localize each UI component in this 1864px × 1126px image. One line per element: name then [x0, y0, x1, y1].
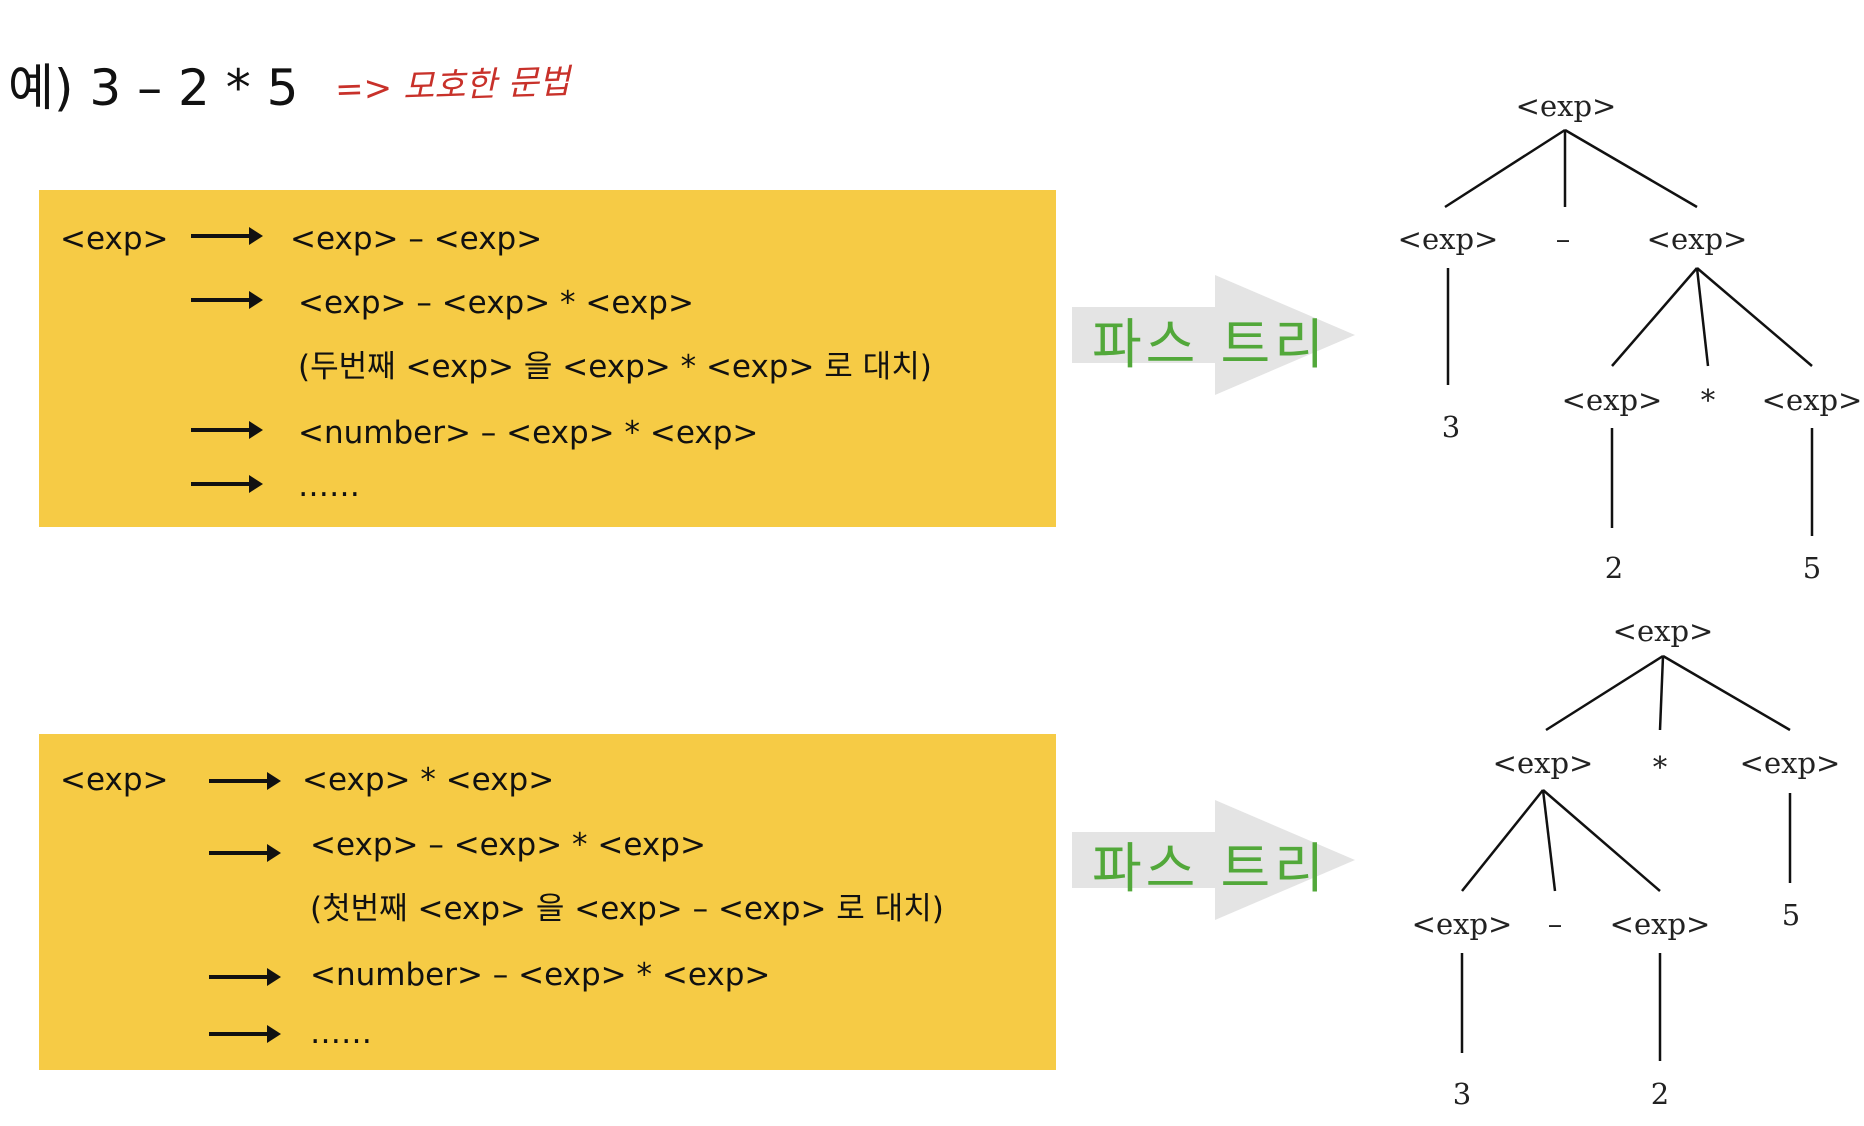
tree-1-left: <exp> [1398, 222, 1499, 256]
tree-2-right: <exp> [1740, 746, 1841, 780]
parse-tree-label-2: 파스 트리 [1092, 837, 1328, 900]
derives-arrow-icon [191, 421, 263, 439]
derivation-1-line-5: …… [298, 468, 360, 504]
derivation-2-line-5: …… [310, 1015, 372, 1051]
tree-1-leaf-2: 2 [1605, 551, 1623, 585]
derivation-2-line-2: <exp> – <exp> * <exp> [310, 827, 706, 863]
example-title: 예) 3 – 2 * 5 [8, 59, 299, 117]
derivation-1-start: <exp> [60, 221, 169, 257]
parse-tree-label-1: 파스 트리 [1092, 313, 1328, 376]
tree-2-leaf-3: 3 [1453, 1077, 1471, 1111]
tree-2-op: * [1653, 750, 1668, 784]
tree-2-right-leaf: 5 [1782, 898, 1800, 932]
tree-1-right-left: <exp> [1562, 383, 1663, 417]
tree-1-leaf-5: 5 [1803, 551, 1821, 585]
derives-arrow-icon [209, 1025, 281, 1043]
derivation-2-start: <exp> [60, 762, 169, 798]
tree-2-left-right: <exp> [1610, 907, 1711, 941]
derives-arrow-icon [191, 475, 263, 493]
tree-1-root: <exp> [1516, 89, 1617, 123]
derives-arrow-icon [209, 772, 281, 790]
derivation-box-1 [39, 190, 1056, 527]
tree-1-right-op: * [1701, 383, 1716, 417]
tree-1-right-right: <exp> [1762, 383, 1863, 417]
tree-1-op: – [1556, 222, 1571, 256]
tree-1-right: <exp> [1647, 222, 1748, 256]
derives-arrow-icon [209, 844, 281, 862]
derivation-1-line-2: <exp> – <exp> * <exp> [298, 285, 694, 321]
derives-arrow-icon [191, 227, 263, 245]
tree-2-left-op: – [1548, 907, 1563, 941]
tree-2-root: <exp> [1613, 614, 1714, 648]
derivation-2-line-1: <exp> * <exp> [302, 762, 555, 798]
derivation-box-2 [39, 734, 1056, 1070]
derives-arrow-icon [209, 968, 281, 986]
derivation-1-line-1: <exp> – <exp> [290, 221, 543, 257]
tree-2-left: <exp> [1493, 746, 1594, 780]
tree-1-left-leaf: 3 [1442, 410, 1460, 444]
derivation-1-line-4: <number> – <exp> * <exp> [298, 415, 759, 451]
derivation-2-line-3: (첫번째 <exp> 을 <exp> – <exp> 로 대치) [310, 891, 944, 927]
derivation-2-line-4: <number> – <exp> * <exp> [310, 957, 771, 993]
parse-tree-arrow-1 [1072, 275, 1355, 395]
parse-tree-arrow-2 [1072, 800, 1355, 920]
tree-2-leaf-2: 2 [1651, 1077, 1669, 1111]
derivation-1-line-3: (두번째 <exp> 을 <exp> * <exp> 로 대치) [298, 349, 932, 385]
tree-2-left-left: <exp> [1412, 907, 1513, 941]
derives-arrow-icon [191, 291, 263, 309]
